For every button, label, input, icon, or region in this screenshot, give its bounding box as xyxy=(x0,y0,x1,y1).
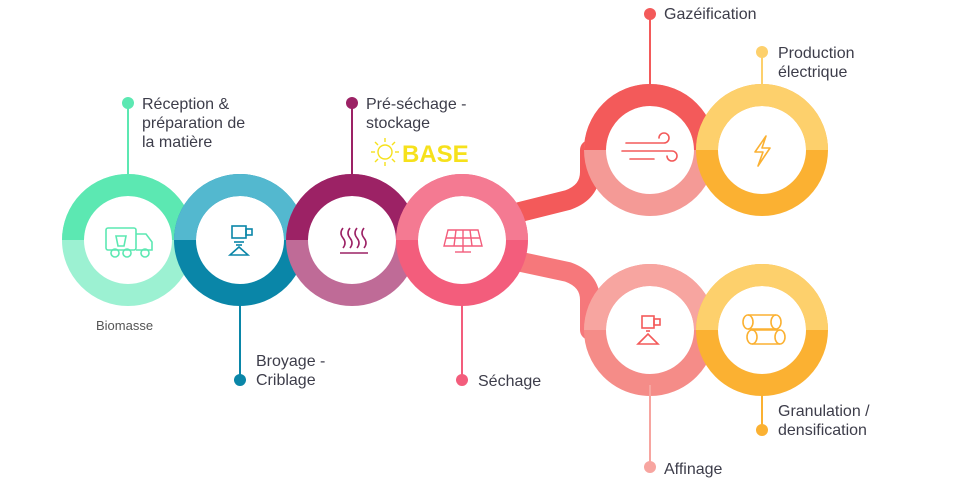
sun-icon xyxy=(371,138,399,166)
heat-waves-icon xyxy=(340,227,368,254)
crusher-icon xyxy=(227,225,253,256)
refining-icon xyxy=(636,315,661,345)
label-broyage: Broyage - Criblage xyxy=(256,353,326,389)
logs-icon xyxy=(742,314,786,345)
ring-production xyxy=(696,84,828,216)
label-presechage: Pré-séchage - stockage xyxy=(366,96,467,132)
label-biomasse: Biomasse xyxy=(96,318,154,333)
ring-affinage xyxy=(584,264,716,396)
base-logo-text: BASE xyxy=(402,141,469,168)
leader-lines xyxy=(127,14,763,467)
wind-icon xyxy=(621,132,678,162)
label-affinage: Affinage xyxy=(664,461,723,478)
label-gazeification: Gazéification xyxy=(664,6,757,23)
label-granulation: Granulation / densification xyxy=(778,403,870,439)
label-sechage: Séchage xyxy=(478,373,542,390)
leader-dots xyxy=(122,8,768,473)
label-reception: Réception & préparation de la matière xyxy=(142,96,246,151)
ring-broyage xyxy=(174,174,306,306)
lightning-icon xyxy=(754,135,771,167)
label-production: Production électrique xyxy=(778,45,855,81)
truck-icon xyxy=(105,227,153,258)
solar-panel-icon xyxy=(443,229,483,253)
ring-gazeification xyxy=(584,84,716,216)
ring-biomasse xyxy=(62,174,194,306)
base-logo: BASE xyxy=(371,138,469,168)
ring-sechage xyxy=(396,174,528,306)
